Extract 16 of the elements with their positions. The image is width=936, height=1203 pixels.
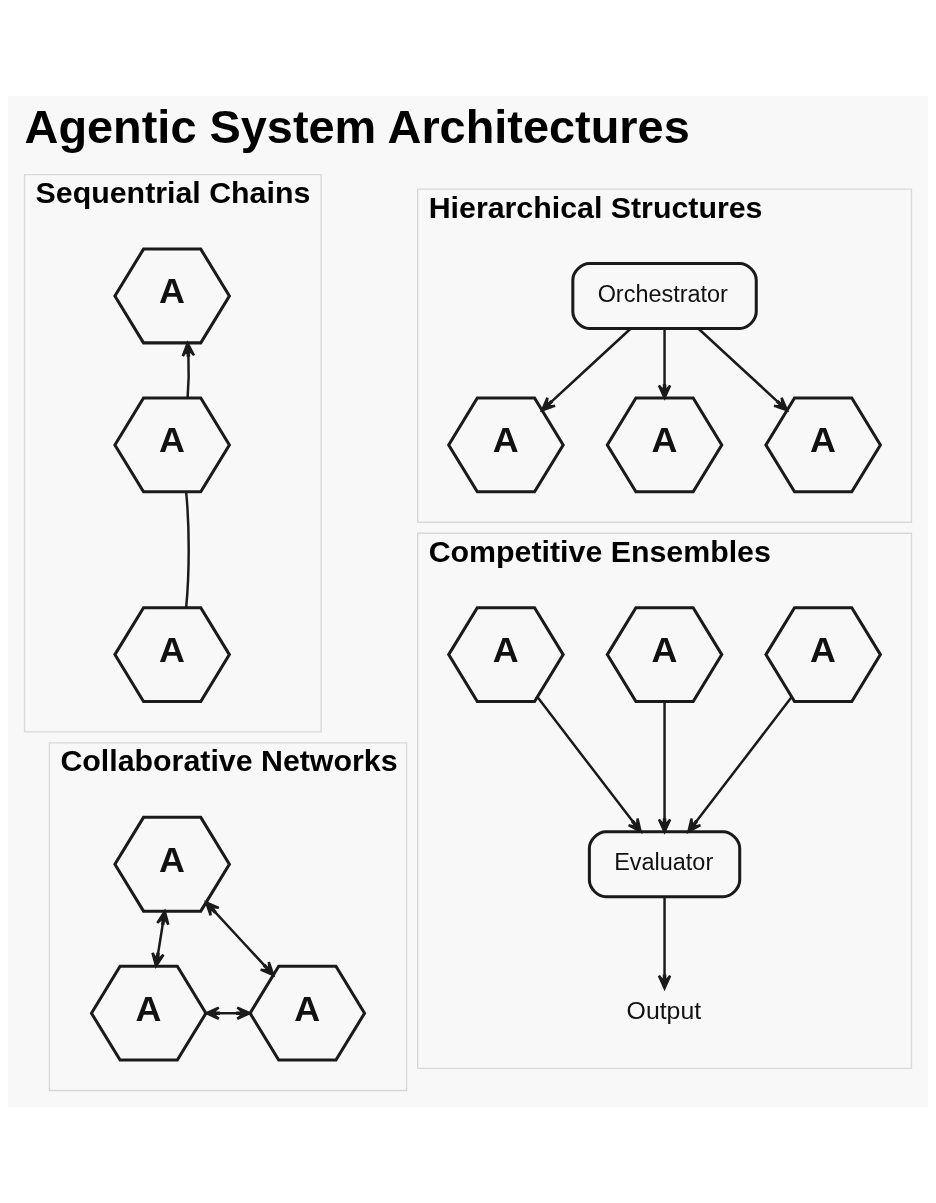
- connector: [184, 492, 190, 608]
- arrow: [205, 901, 275, 977]
- node-box: Orchestrator: [571, 262, 758, 330]
- diagram-title: Agentic System Architectures: [24, 101, 690, 154]
- arrow: [697, 327, 789, 412]
- arrow: [657, 328, 672, 400]
- arrow: [151, 910, 170, 968]
- arrow: [657, 897, 672, 990]
- arrow: [540, 327, 632, 412]
- arrow: [687, 696, 793, 833]
- arrow: [536, 696, 642, 833]
- node-text: Output: [626, 997, 702, 1025]
- arrow: [657, 701, 672, 834]
- arrow: [181, 342, 196, 398]
- arrow: [205, 1006, 251, 1021]
- node-box: Evaluator: [587, 830, 742, 899]
